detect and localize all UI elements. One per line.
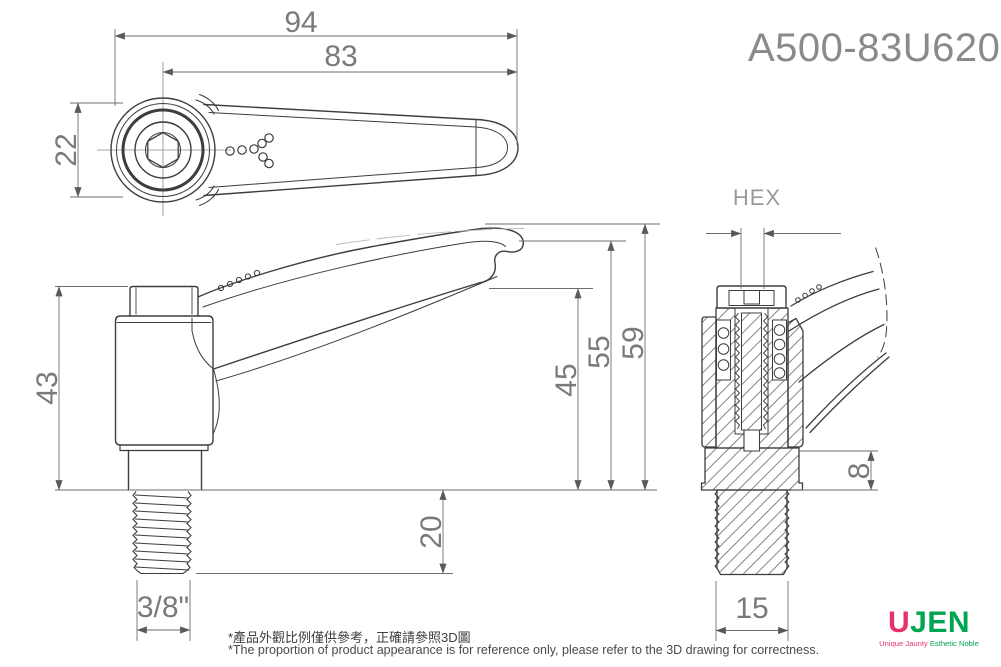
dim-label-stud-width: 15 [735, 592, 768, 625]
dim-label-hub-width: 22 [50, 133, 83, 166]
phantom-line [335, 228, 525, 245]
part-number: A500-83U620 [748, 26, 1001, 70]
footnote-english: *The proportion of product appearance is… [228, 643, 820, 657]
logo-tagline: Unique Jaunty Esthetic Noble [879, 639, 979, 648]
dim-label-overall-length: 94 [284, 6, 317, 39]
dim-label-thread-length: 20 [415, 515, 448, 548]
top-view: 94 83 22 [50, 6, 519, 216]
grip-dots [225, 133, 274, 169]
side-view: 43 45 55 59 20 3/8" [31, 223, 660, 641]
logo-letters-jen: JEN [910, 606, 971, 639]
dim-label-mid-height: 55 [583, 335, 616, 368]
logo-letter-u: U [887, 606, 911, 639]
dim-label-tip-height: 45 [550, 363, 583, 396]
dim-label-boss-height: 8 [843, 463, 876, 480]
thread-section [714, 489, 790, 571]
break-line [875, 247, 888, 358]
footnote-chinese: *產品外觀比例僅供參考，正確請參照3D圖 [228, 630, 471, 645]
logo-wordmark: UJEN [876, 608, 982, 638]
dim-label-thread-size: 3/8" [137, 591, 189, 624]
dim-label-body-height: 43 [31, 371, 64, 404]
thread-side [132, 491, 192, 575]
dim-label-handle-length: 83 [324, 40, 357, 73]
dim-label-overall-height: 59 [617, 326, 650, 359]
section-view: HEX 8 15 [700, 185, 890, 641]
ujen-logo: UJEN Unique Jaunty Esthetic Noble [876, 608, 982, 648]
hex-label: HEX [733, 185, 781, 210]
